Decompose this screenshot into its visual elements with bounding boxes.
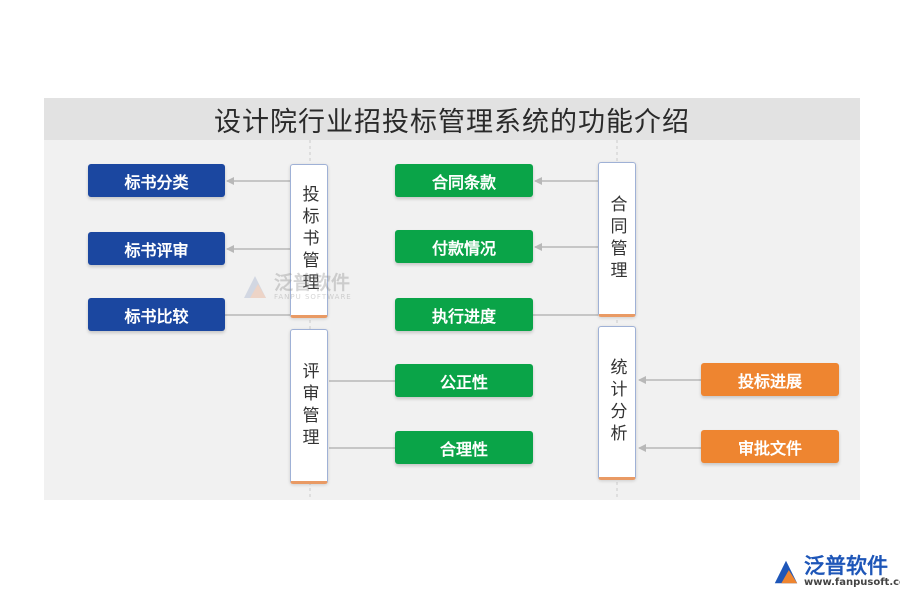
fanpu-brand-icon — [774, 560, 798, 583]
diagram-title: 设计院行业招投标管理系统的功能介绍 — [44, 98, 860, 140]
watermark-subtitle: FANPU SOFTWARE — [274, 293, 352, 301]
brand-name: 泛普软件 — [804, 554, 888, 578]
node-execution-progress: 执行进度 — [395, 298, 533, 331]
node-fairness: 公正性 — [395, 364, 533, 397]
node-bid-category: 标书分类 — [88, 164, 225, 197]
node-contract-terms: 合同条款 — [395, 164, 533, 197]
brand-logo: 泛普软件 www.fanpusoft.com — [772, 555, 900, 588]
node-bid-progress: 投标进展 — [701, 363, 839, 396]
node-bid-review: 标书评审 — [88, 232, 225, 265]
node-bid-compare: 标书比较 — [88, 298, 225, 331]
node-approval-documents: 审批文件 — [701, 430, 839, 463]
group-bid-management: 投标书管理 — [290, 164, 328, 318]
node-payment-status: 付款情况 — [395, 230, 533, 263]
brand-url: www.fanpusoft.com — [804, 577, 900, 588]
group-review-management: 评审管理 — [290, 329, 328, 484]
group-bid-management-label: 投标书管理 — [298, 185, 319, 295]
group-contract-management: 合同管理 — [598, 162, 636, 317]
fanpu-logo-icon — [244, 276, 266, 298]
watermark: 泛普软件 FANPU SOFTWARE — [240, 272, 352, 302]
watermark-title: 泛普软件 — [274, 272, 351, 294]
group-review-management-label: 评审管理 — [298, 361, 319, 450]
group-statistics-analysis-label: 统计分析 — [606, 358, 627, 446]
group-contract-management-label: 合同管理 — [606, 194, 627, 283]
group-statistics-analysis: 统计分析 — [598, 326, 636, 480]
node-rationality: 合理性 — [395, 431, 533, 464]
